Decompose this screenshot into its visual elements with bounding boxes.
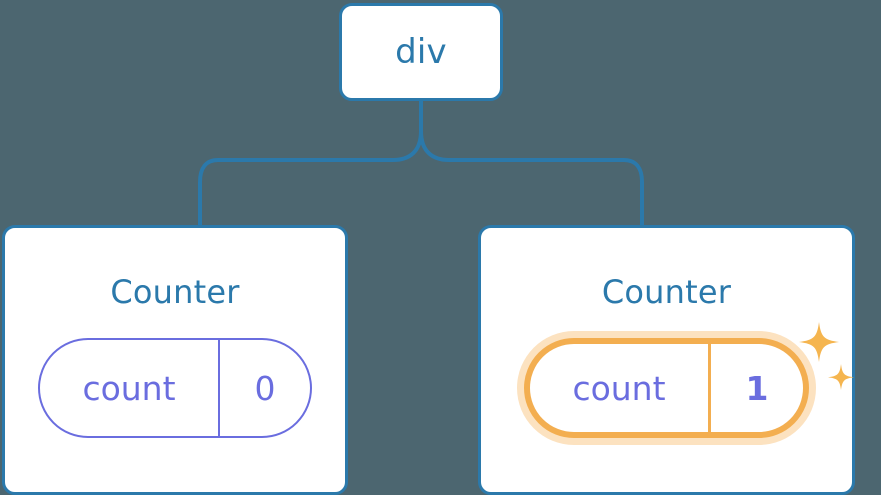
node-div[interactable]: div (339, 3, 503, 101)
state-pill-left-value-cell: 0 (218, 340, 310, 436)
state-pill-right[interactable]: count 1 (524, 338, 809, 438)
node-counter-left[interactable]: Counter count 0 (2, 225, 348, 495)
state-pill-left-value: 0 (254, 368, 276, 408)
node-counter-left-title: Counter (110, 273, 240, 311)
sparkle-icon (799, 322, 839, 362)
sparkle-small-icon (828, 364, 854, 390)
state-pill-right-value: 1 (745, 368, 769, 408)
state-pill-wrapper-right: count 1 (524, 322, 854, 438)
state-pill-wrapper-left: count 0 (38, 338, 312, 438)
node-counter-right[interactable]: Counter count 1 (478, 225, 855, 495)
state-pill-right-key-cell: count (530, 344, 708, 432)
connector-branch-right (419, 130, 644, 225)
state-pill-right-value-cell: 1 (708, 344, 803, 432)
connector-branch-left (198, 130, 423, 225)
sparkles-group (799, 322, 854, 390)
state-pill-left-key-cell: count (40, 340, 218, 436)
state-pill-left-key: count (82, 368, 176, 408)
node-div-label: div (395, 32, 447, 72)
node-counter-right-title: Counter (601, 273, 732, 311)
state-pill-right-key: count (572, 368, 666, 408)
state-pill-left[interactable]: count 0 (38, 338, 312, 438)
